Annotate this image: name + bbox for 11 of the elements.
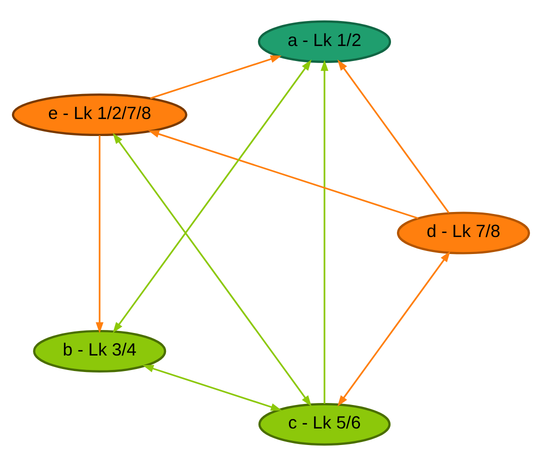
arrow xyxy=(337,251,450,406)
arrow xyxy=(112,60,312,334)
arrow xyxy=(337,60,450,214)
arrow xyxy=(142,364,282,411)
arrow xyxy=(96,135,104,334)
node-ellipse: d - Lk 7/8 xyxy=(396,212,530,254)
arrow xyxy=(148,130,418,220)
arrow xyxy=(320,60,328,404)
arrow xyxy=(150,55,282,100)
arrow xyxy=(112,132,312,406)
node-ellipse: e - Lk 1/2/7/8 xyxy=(12,94,188,136)
